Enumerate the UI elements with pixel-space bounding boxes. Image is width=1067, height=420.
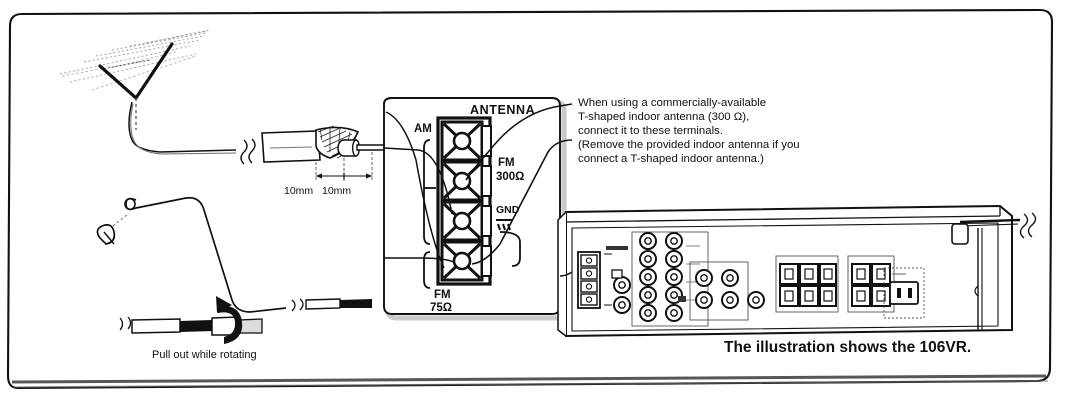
coax-dimension-label-2: 10mm [322, 185, 351, 197]
speaker-terminal-block-left [775, 255, 839, 313]
callout-note: When using a commercially-available T-sh… [465, 97, 800, 265]
coax-cable-detail: 10mm 10mm [261, 125, 400, 197]
antenna-terminal-panel: ANTENNA AM [383, 97, 567, 321]
callout-line-1: When using a commercially-available [578, 97, 766, 109]
callout-line-5: connect a T-shaped indoor antenna.) [578, 153, 764, 165]
terminal-screw-fm300 [440, 160, 492, 202]
figure-caption: The illustration shows the 106VR. [724, 339, 971, 356]
plug-removal-illustration: Pull out while rotating [119, 296, 263, 361]
terminal-label-fm75: FM [434, 289, 451, 301]
page-border [6, 8, 1054, 390]
terminal-wire-links [383, 111, 455, 269]
center-jack-group [678, 261, 765, 321]
callout-line-4: (Remove the provided indoor antenna if y… [578, 139, 800, 151]
callout-line-2: T-shaped indoor antenna (300 Ω), [578, 111, 749, 123]
receiver-rear-panel [557, 204, 1037, 338]
panel-link-lines [559, 271, 573, 277]
terminal-label-gnd: GND [496, 204, 520, 216]
antenna-panel-title: ANTENNA [470, 103, 535, 117]
plug-instruction-label: Pull out while rotating [152, 349, 257, 361]
callout-leader-lines [465, 103, 573, 265]
coax-dimension-guides [315, 152, 373, 182]
ac-outlet [883, 267, 925, 319]
terminal-sublabel-fm75: 75Ω [430, 302, 452, 314]
power-cord [951, 212, 1037, 330]
rotate-arrow-icon [216, 296, 243, 344]
terminal-label-am: AM [414, 123, 432, 135]
rear-antenna-terminal-block [577, 246, 628, 309]
terminal-label-fm300: FM [498, 157, 515, 169]
coax-dimension-label-1: 10mm [284, 185, 313, 197]
outdoor-antenna-icon [59, 29, 210, 130]
push-pin-icon [96, 213, 129, 245]
rca-jack-array [611, 231, 709, 327]
callout-line-3: connect it to these terminals. [578, 125, 723, 137]
terminal-screw-am [440, 120, 492, 162]
speaker-terminal-block-right [847, 255, 895, 313]
antenna-feed-cable [128, 101, 256, 165]
indoor-loop-antenna [96, 196, 372, 313]
terminal-screw-gnd [440, 200, 492, 242]
terminal-sublabel-fm300: 300Ω [496, 171, 524, 183]
